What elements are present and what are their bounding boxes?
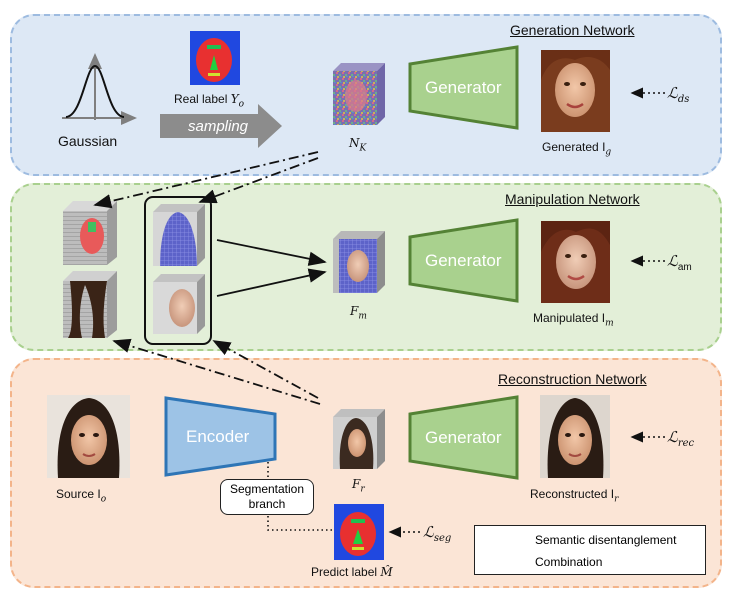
legend-semantic-label: Semantic disentanglement [535, 533, 677, 547]
combination-arrow-1 [216, 239, 327, 266]
loss-ds-label: ℒds [667, 84, 690, 105]
encoder-trapezoid [164, 396, 277, 477]
predict-label-image [334, 504, 384, 560]
gaussian-label: Gaussian [58, 133, 118, 149]
source-face-image [47, 395, 130, 478]
generator-label-gen: Generator [425, 78, 502, 97]
gaussian-plot [62, 53, 137, 125]
sampling-arrow [160, 104, 282, 148]
encoder-label: Encoder [186, 427, 250, 446]
selection-box [144, 196, 212, 345]
legend-combination-label: Combination [535, 555, 603, 569]
reconstruction-network-title: Reconstruction Network [498, 371, 647, 387]
hair-feature-cube [63, 271, 117, 338]
generator-trapezoid-rec [408, 395, 519, 480]
generation-network-title: Generation Network [510, 22, 635, 38]
loss-am-label: ℒam [667, 252, 692, 273]
generator-label-rec: Generator [425, 428, 502, 447]
real-label-caption: Real label Yo [174, 92, 245, 110]
combination-arrow-2 [216, 268, 327, 297]
manipulated-caption: Manipulated Im [533, 311, 614, 329]
label-feature-cube [63, 201, 117, 265]
generator-trapezoid-gen [408, 45, 519, 130]
segmentation-branch-line1: Segmentation [229, 482, 305, 496]
legend-box: Semantic disentanglement Combination [474, 525, 706, 575]
nk-caption: NK [349, 136, 367, 154]
real-label-image [190, 31, 240, 85]
source-caption: Source Io [56, 487, 107, 505]
segmentation-branch-line2: branch [248, 497, 286, 511]
predict-label-caption: Predict label M̂ [311, 565, 393, 579]
generator-trapezoid-man [408, 218, 519, 303]
fm-caption: Fm [350, 304, 367, 322]
face-patch-cube [153, 274, 205, 334]
reconstructed-caption: Reconstructed Ir [530, 487, 619, 505]
manipulated-face-image [541, 221, 610, 303]
nk-feature-cube [333, 63, 385, 125]
generator-label-man: Generator [425, 251, 502, 270]
loss-seg-label: ℒseg [423, 523, 452, 544]
reconstructed-face-image [540, 395, 610, 478]
fr-caption: Fr [352, 477, 365, 495]
segmentation-branch-box: Segmentation branch [220, 479, 314, 515]
sampling-label: sampling [188, 118, 249, 135]
generated-caption: Generated Ig [542, 140, 612, 158]
manipulation-network-title: Manipulation Network [505, 191, 640, 207]
hair-mask-cube [153, 204, 205, 266]
segmentation-branch-line [267, 462, 334, 531]
fm-feature-cube [333, 231, 385, 293]
fr-feature-cube [333, 409, 385, 469]
generated-face-image [541, 50, 610, 132]
loss-rec-label: ℒrec [667, 428, 695, 449]
semantic-disentanglement-arrows [93, 151, 321, 405]
